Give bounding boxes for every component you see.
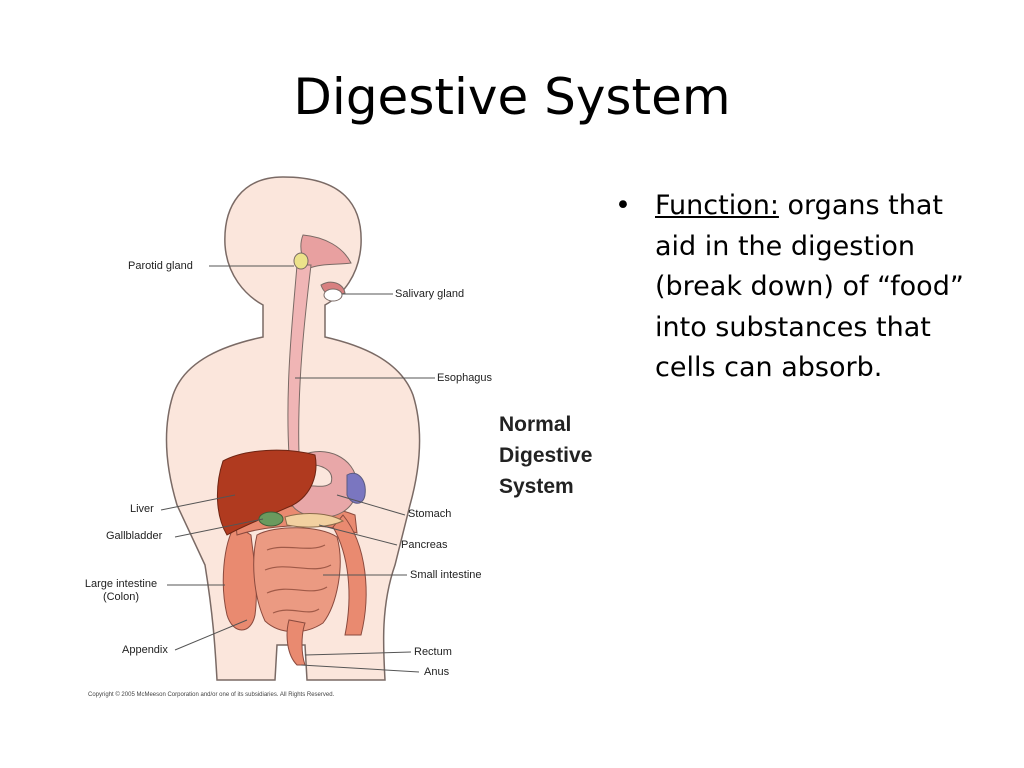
spleen: [346, 472, 366, 504]
copyright-notice: Copyright © 2005 McMeeson Corporation an…: [88, 692, 335, 698]
small-intestine: [253, 527, 341, 633]
stomach: [289, 451, 358, 518]
label-large-intestine-line2: (Colon): [102, 591, 140, 603]
bullet-icon: •: [615, 190, 631, 221]
label-stomach: Stomach: [408, 508, 452, 520]
liver: [216, 449, 317, 536]
diagram-heading-line-2: Digestive: [499, 444, 593, 467]
label-parotid-gland: Parotid gland: [128, 260, 193, 272]
gallbladder: [258, 511, 284, 527]
label-small-intestine: Small intestine: [410, 569, 482, 581]
digestive-diagram: Parotid gland Salivary gland Esophagus L…: [75, 165, 615, 710]
label-large-intestine-line1: Large intestine: [84, 578, 158, 590]
label-pancreas: Pancreas: [401, 539, 448, 551]
rectum: [286, 619, 306, 666]
leader-lines: [160, 265, 435, 673]
label-large-intestine: Large intestine (Colon): [81, 578, 161, 604]
label-rectum: Rectum: [414, 646, 452, 658]
label-esophagus: Esophagus: [437, 372, 493, 384]
label-anus: Anus: [424, 666, 450, 678]
bullet-definition: organs that aid in the digestion (break …: [655, 190, 964, 383]
bullet-list: • Function: organs that aid in the diges…: [615, 186, 975, 389]
salivary-gland: [323, 288, 343, 302]
diagram-heading-line-1: Normal: [499, 413, 572, 436]
label-gallbladder: Gallbladder: [106, 530, 163, 542]
large-intestine: [222, 524, 257, 631]
label-appendix: Appendix: [122, 644, 168, 656]
diagram-heading: Normal Digestive System: [499, 409, 592, 502]
slide-title: Digestive System: [293, 68, 731, 126]
pancreas: [284, 513, 345, 528]
oral-cavity: [300, 234, 352, 270]
bullet-item-function: • Function: organs that aid in the diges…: [615, 186, 975, 389]
label-salivary-gland: Salivary gland: [395, 288, 465, 300]
parotid-gland: [293, 252, 309, 270]
label-liver: Liver: [130, 503, 154, 515]
bullet-term: Function:: [655, 190, 779, 221]
digestive-illustration: [160, 176, 435, 681]
diagram-heading-line-3: System: [499, 475, 574, 498]
